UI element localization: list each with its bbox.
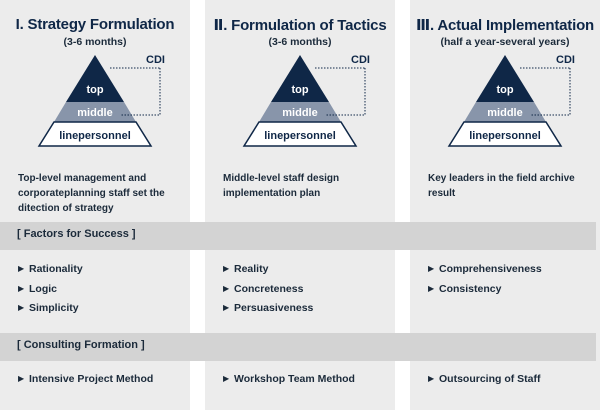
pyramid-diagram: top middle linepersonnel [37,55,161,147]
list-item-label: Consistency [439,282,502,295]
pyramid-top-layer [66,55,124,102]
factors-list-strategy: ▶ Rationality ▶ Logic ▶ Simplicity [18,262,83,321]
pyramid-label-middle: middle [487,107,522,119]
list-item-label: Workshop Team Method [234,373,355,385]
pyramid-top-layer [271,55,329,102]
column-description: Key leaders in the field archive result [428,173,575,199]
cdi-label: CDI [146,54,165,66]
pyramid-label-top: top [86,84,103,96]
list-item: ▶ Concreteness [223,282,313,302]
list-item: ▶ Persuasiveness [223,301,313,321]
consulting-formation-band: [ Consulting Formation ] [0,333,596,361]
list-item: ▶ Intensive Project Method [18,372,153,392]
column-description: Top-level management and corporateplanni… [18,173,165,214]
list-item: ▶ Reality [223,262,313,282]
column-title: I. Strategy Formulation [15,16,175,33]
triangle-right-icon: ▶ [223,303,230,312]
column-subtitle: (3-6 months) [268,36,332,48]
pyramid-label-bottom: linepersonnel [264,130,336,142]
pyramid-bottom-layer [37,121,153,147]
list-item-label: Outsourcing of Staff [439,373,541,385]
list-item: ▶ Logic [18,282,83,302]
consulting-formation-heading: [ Consulting Formation ] [17,339,145,351]
column-subtitle: (3-6 months) [63,36,127,48]
list-item: ▶ Outsourcing of Staff [428,372,541,392]
factors-list-tactics: ▶ Reality ▶ Concreteness ▶ Persuasiveness [223,262,313,321]
column-subtitle: (half a year-several years) [440,36,570,48]
factors-list-implementation: ▶ Comprehensiveness ▶ Consistency [428,262,542,301]
factors-for-success-band: [ Factors for Success ] [0,222,596,250]
list-item-label: Reality [234,263,269,275]
column-description: Middle-level staff design implementation… [223,173,340,199]
pyramid-top-layer [476,55,534,102]
pyramid-middle-layer [54,102,136,122]
triangle-right-icon: ▶ [223,264,230,273]
list-item-label: Intensive Project Method [29,373,154,385]
pyramid-middle-layer [464,102,546,122]
consulting-list-implementation: ▶ Outsourcing of Staff [428,372,541,392]
pyramid-middle-layer [259,102,341,122]
factors-for-success-heading: [ Factors for Success ] [17,228,136,240]
consulting-list-strategy: ▶ Intensive Project Method [18,372,153,392]
triangle-right-icon: ▶ [18,303,25,312]
consulting-list-tactics: ▶ Workshop Team Method [223,372,355,392]
triangle-right-icon: ▶ [428,264,435,273]
list-item: ▶ Simplicity [18,301,83,321]
pyramid-label-bottom: linepersonnel [469,130,541,142]
column-title: Ⅲ. Actual Implementation [415,17,594,34]
triangle-right-icon: ▶ [18,264,25,273]
cdi-label: CDI [351,54,370,66]
pyramid-label-middle: middle [77,107,112,119]
list-item: ▶ Rationality [18,262,83,282]
cdi-bracket [325,68,366,116]
pyramid-bottom-layer [447,121,563,147]
pyramid-label-top: top [496,84,513,96]
column-title: Ⅱ. Formulation of Tactics [213,17,387,34]
triangle-right-icon: ▶ [223,374,230,383]
list-item-label: Concreteness [234,282,304,295]
triangle-right-icon: ▶ [428,374,435,383]
list-item: ▶ Consistency [428,282,542,302]
pyramid-diagram: top middle linepersonnel [447,55,571,147]
list-item: ▶ Comprehensiveness [428,262,542,282]
list-item-label: Comprehensiveness [439,263,542,275]
triangle-right-icon: ▶ [223,283,230,293]
cdi-bracket [530,68,571,116]
pyramid-bottom-layer [242,121,358,147]
list-item-label: Persuasiveness [234,302,314,314]
list-item-label: Simplicity [29,302,79,314]
pyramid-diagram: top middle linepersonnel [242,55,366,147]
list-item-label: Rationality [29,263,83,275]
pyramid-label-bottom: linepersonnel [59,130,131,142]
triangle-right-icon: ▶ [18,283,25,293]
triangle-right-icon: ▶ [18,374,25,383]
pyramid-label-middle: middle [282,107,317,119]
cdi-label: CDI [556,54,575,66]
list-item: ▶ Workshop Team Method [223,372,355,392]
triangle-right-icon: ▶ [428,283,435,293]
list-item-label: Logic [29,282,57,295]
cdi-bracket [120,68,161,116]
pyramid-label-top: top [291,84,308,96]
